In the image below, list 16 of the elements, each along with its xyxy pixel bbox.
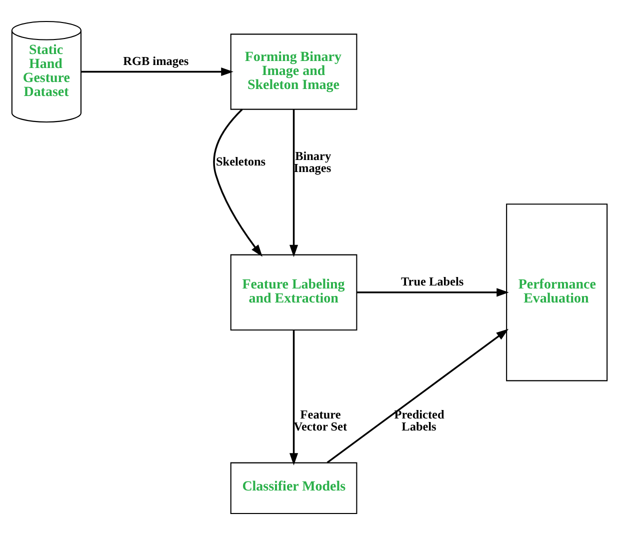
node-box: Performance Evaluation [506, 203, 608, 381]
edge-label: Predicted Labels [394, 406, 444, 434]
edge-label: Skeletons [216, 154, 266, 168]
node-box: Feature Labeling and Extraction [230, 254, 358, 330]
arrow [326, 328, 509, 463]
edge-label: Feature Vector Set [294, 406, 348, 434]
arrow [289, 109, 298, 257]
edge-label: True Labels [401, 274, 464, 288]
edge-label: Binary Images [294, 148, 332, 174]
arrow [213, 108, 262, 256]
node-box: Classifier Models [230, 462, 358, 514]
arrow [356, 288, 509, 296]
edge-label: RGB images [123, 53, 189, 68]
node-box: Forming Binary Image and Skeleton Image [230, 33, 358, 110]
arrow [289, 330, 298, 465]
arrow [81, 66, 234, 76]
